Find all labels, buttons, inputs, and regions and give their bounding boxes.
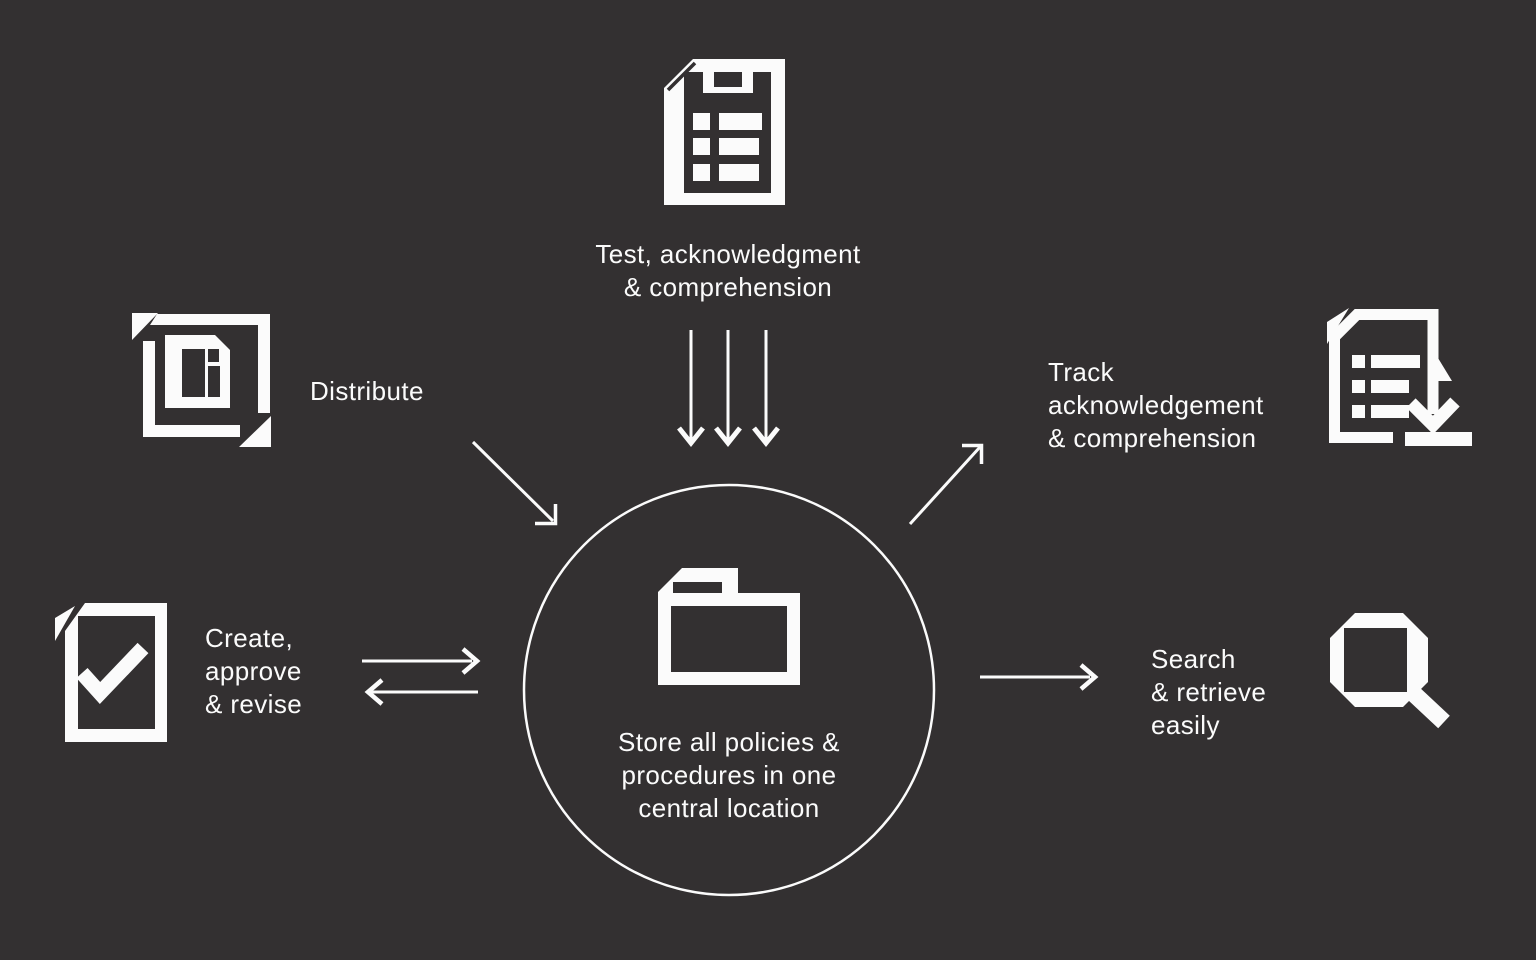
label-line: central location (638, 793, 820, 823)
down-arrow-icon (714, 330, 742, 448)
approved-document-icon (55, 603, 167, 742)
label-line: Create, (205, 623, 294, 653)
label-line: procedures in one (621, 760, 837, 790)
search-label: Search & retrieve easily (1151, 643, 1266, 742)
arrow-center-to-search-icon (980, 663, 1099, 691)
checklist-clipboard-icon (664, 59, 785, 205)
arrow-create-to-center-icon (362, 647, 481, 675)
folder-tab (658, 568, 738, 594)
label-line: acknowledgement (1048, 390, 1264, 420)
label-line: Search (1151, 644, 1236, 674)
label-line: & revise (205, 689, 303, 719)
distribute-label: Distribute (310, 375, 424, 408)
label-line: & comprehension (623, 272, 833, 302)
label-line: & comprehension (1048, 423, 1257, 453)
label-line: Track (1048, 357, 1115, 387)
magnifier-icon (1330, 613, 1450, 729)
track-label: Track acknowledgement & comprehension (1048, 356, 1264, 455)
arrow-distribute-to-center-icon (471, 440, 558, 526)
create-label: Create, approve & revise (205, 622, 302, 721)
test-label: Test, acknowledgment & comprehension (497, 238, 959, 304)
distribute-document-icon (132, 313, 271, 447)
arrows-test-to-center-icon (677, 330, 780, 448)
label-line: approve (205, 656, 302, 686)
label-line: Test, acknowledgment (595, 239, 861, 269)
label-line: & retrieve (1151, 677, 1267, 707)
arrow-center-to-create-icon (364, 678, 478, 706)
down-arrow-icon (752, 330, 780, 448)
label-line: Distribute (310, 376, 424, 406)
arrow-center-to-track-icon (908, 443, 984, 526)
down-arrow-icon (677, 330, 705, 448)
center-label: Store all policies & procedures in one c… (529, 726, 929, 825)
label-line: Store all policies & (618, 727, 840, 757)
central-circle (522, 483, 936, 897)
checklist-download-icon (1327, 308, 1472, 446)
label-line: easily (1151, 710, 1220, 740)
folder-icon (658, 568, 800, 685)
